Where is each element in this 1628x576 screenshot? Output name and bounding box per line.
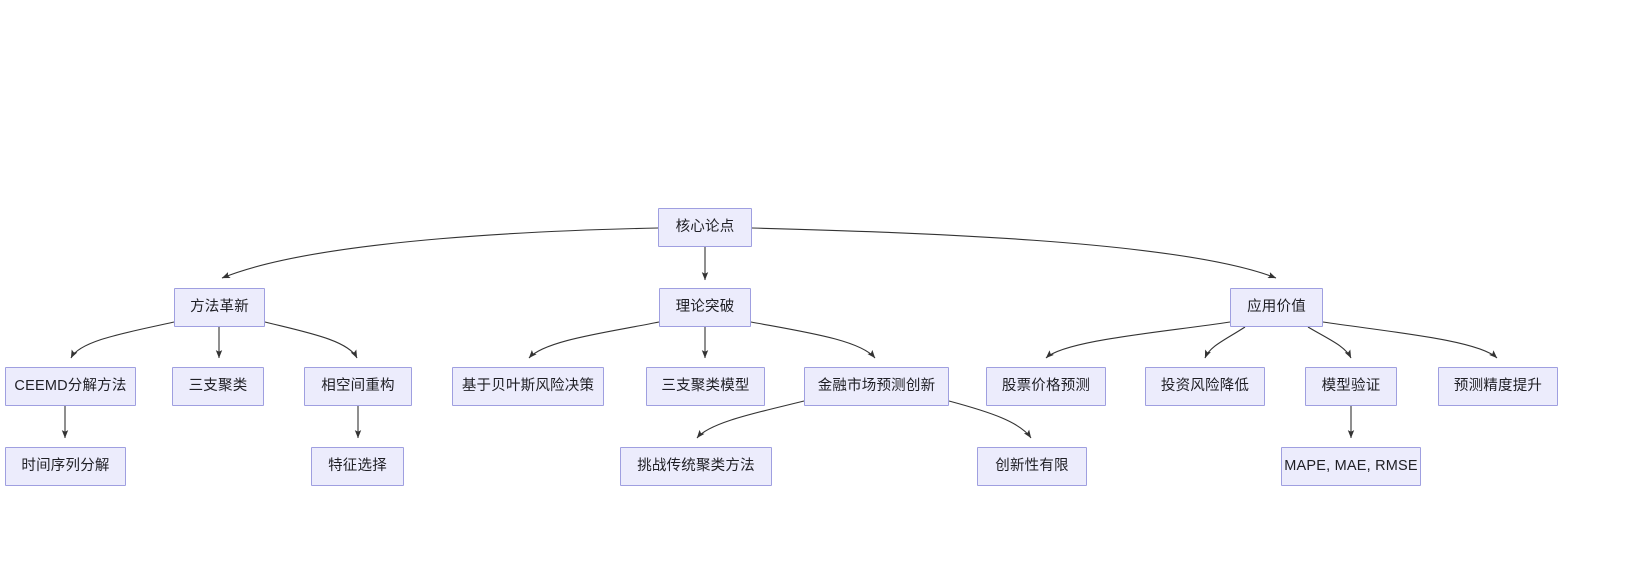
node-label: 基于贝叶斯风险决策 <box>461 378 595 395</box>
node-l2c4[interactable]: 预测精度提升 <box>1438 367 1558 406</box>
node-label: MAPE, MAE, RMSE <box>1284 458 1418 475</box>
edge-l1c-to-l2c4 <box>1322 321 1498 359</box>
node-label: 三支聚类 <box>188 378 248 395</box>
node-l2a2[interactable]: 三支聚类 <box>172 367 264 406</box>
node-root[interactable]: 核心论点 <box>658 208 752 247</box>
node-label: 理论突破 <box>675 299 735 316</box>
node-label: 相空间重构 <box>321 378 395 395</box>
node-label: 挑战传统聚类方法 <box>637 458 755 475</box>
node-label: 股票价格预测 <box>1001 378 1091 395</box>
node-label: 金融市场预测创新 <box>817 378 936 395</box>
node-l3c3[interactable]: MAPE, MAE, RMSE <box>1281 447 1421 486</box>
node-label: 时间序列分解 <box>21 458 110 475</box>
node-l1a[interactable]: 方法革新 <box>174 288 265 327</box>
node-label: 三支聚类模型 <box>661 378 750 395</box>
node-label: 创新性有限 <box>995 458 1069 475</box>
edge-l2b3-to-l3b3a <box>696 400 805 439</box>
edge-root-to-l1c <box>751 227 1277 279</box>
edge-l2b3-to-l3b3b <box>948 400 1032 439</box>
node-l1b[interactable]: 理论突破 <box>659 288 751 327</box>
node-l3b3b[interactable]: 创新性有限 <box>977 447 1087 486</box>
node-label: 预测精度提升 <box>1453 378 1543 395</box>
node-label: 投资风险降低 <box>1160 378 1250 395</box>
node-label: 模型验证 <box>1321 378 1381 395</box>
node-label: 特征选择 <box>328 458 387 475</box>
node-label: 方法革新 <box>190 299 249 316</box>
node-label: CEEMD分解方法 <box>14 378 127 395</box>
edge-l1a-to-l2a1 <box>70 321 175 359</box>
node-l2c1[interactable]: 股票价格预测 <box>986 367 1106 406</box>
node-label: 核心论点 <box>675 219 735 236</box>
edge-l1b-to-l2b3 <box>750 321 876 359</box>
node-l2a1[interactable]: CEEMD分解方法 <box>5 367 136 406</box>
edge-root-to-l1a <box>221 227 659 279</box>
node-l2a3[interactable]: 相空间重构 <box>304 367 412 406</box>
node-label: 应用价值 <box>1247 299 1306 316</box>
edge-l1c-to-l2c2 <box>1204 326 1246 359</box>
node-l2b1[interactable]: 基于贝叶斯风险决策 <box>452 367 604 406</box>
edge-l1a-to-l2a3 <box>264 321 358 359</box>
node-l2c2[interactable]: 投资风险降低 <box>1145 367 1265 406</box>
node-l2b3[interactable]: 金融市场预测创新 <box>804 367 949 406</box>
node-l3b3a[interactable]: 挑战传统聚类方法 <box>620 447 772 486</box>
edge-l1c-to-l2c1 <box>1045 321 1231 359</box>
node-l2c3[interactable]: 模型验证 <box>1305 367 1397 406</box>
edge-l1c-to-l2c3 <box>1307 326 1352 359</box>
node-l3a3[interactable]: 特征选择 <box>311 447 404 486</box>
node-l2b2[interactable]: 三支聚类模型 <box>646 367 765 406</box>
edge-l1b-to-l2b1 <box>528 321 660 359</box>
node-l1c[interactable]: 应用价值 <box>1230 288 1323 327</box>
node-l3a1[interactable]: 时间序列分解 <box>5 447 126 486</box>
